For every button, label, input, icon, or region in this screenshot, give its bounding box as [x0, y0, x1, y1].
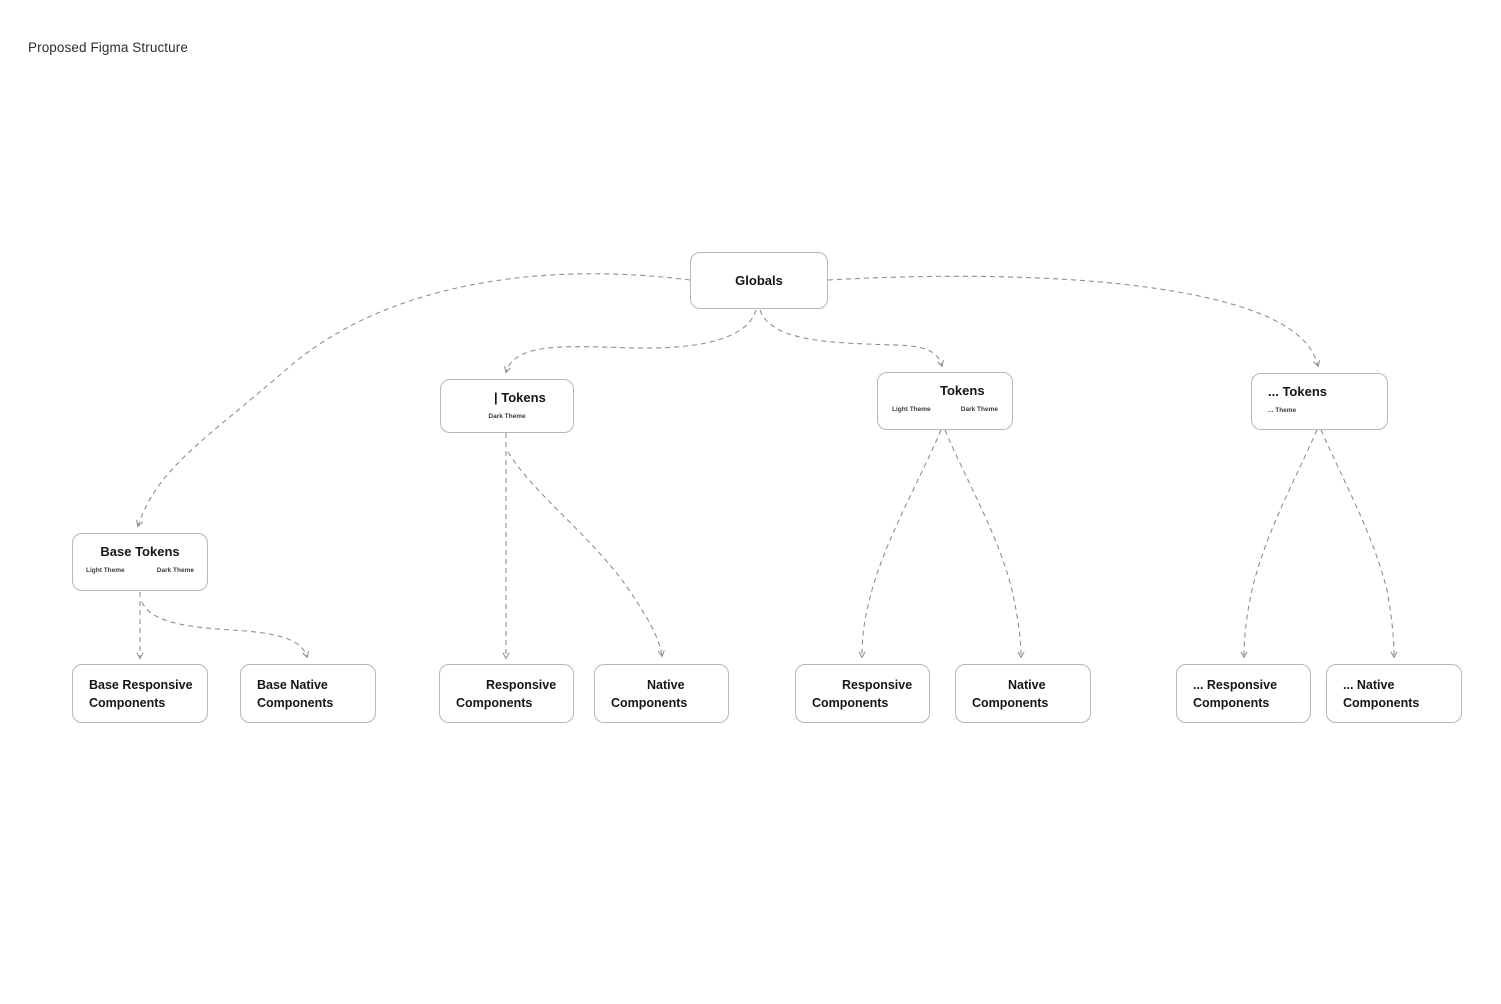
node-base-tokens-title: Base Tokens — [100, 544, 180, 559]
node-globals-title: Globals — [735, 272, 783, 288]
label-line: Responsive — [842, 677, 913, 692]
connector-tokens-3-responsive-3 — [1240, 429, 1318, 659]
node-responsive-components-3[interactable]: ... Responsive Components — [1176, 664, 1311, 723]
label-line: Base Responsive — [89, 677, 193, 692]
tokens-3-theme-label: ... Theme — [1268, 407, 1297, 414]
label-line: Native — [647, 677, 685, 692]
label-line: Components — [1343, 695, 1420, 710]
node-native-components-1[interactable]: Native Components — [594, 664, 729, 723]
label-line: Components — [972, 695, 1049, 710]
label-line: Responsive — [486, 677, 557, 692]
node-base-native-components[interactable]: Base Native Components — [240, 664, 376, 723]
node-tokens-2[interactable]: Tokens Light Theme Dark Theme — [877, 372, 1013, 430]
base-tokens-light-theme-label: Light Theme — [86, 567, 125, 574]
node-responsive-components-2[interactable]: Responsive Components — [795, 664, 930, 723]
connector-globals-base-tokens — [136, 273, 691, 528]
tokens-2-dark-theme-label: Dark Theme — [960, 406, 998, 413]
label-line: Native — [1008, 677, 1046, 692]
connector-tokens-2-native-2 — [944, 429, 1025, 659]
label-line: Components — [89, 695, 166, 710]
connector-tokens-3-native-3 — [1320, 429, 1398, 659]
node-base-tokens[interactable]: Base Tokens Light Theme Dark Theme — [72, 533, 208, 591]
base-tokens-dark-theme-label: Dark Theme — [156, 567, 194, 574]
label-line: Base Native — [257, 677, 328, 692]
node-tokens-1-title: | Tokens — [494, 390, 546, 405]
node-base-responsive-components[interactable]: Base Responsive Components — [72, 664, 208, 723]
connector-tokens-1-native-1 — [507, 451, 665, 658]
connector-globals-tokens-1 — [504, 309, 757, 374]
label-line: ... Native — [1343, 677, 1395, 692]
node-tokens-2-title: Tokens — [940, 383, 985, 398]
page-title: Proposed Figma Structure — [28, 40, 188, 55]
label-line: ... Responsive — [1193, 677, 1278, 692]
label-line: Components — [812, 695, 889, 710]
connector-base-tokens-base-native — [141, 601, 309, 659]
connector-globals-tokens-3 — [827, 275, 1321, 368]
node-responsive-components-1[interactable]: Responsive Components — [439, 664, 574, 723]
label-line: Components — [456, 695, 533, 710]
node-tokens-1[interactable]: | Tokens Dark Theme — [440, 379, 574, 433]
connector-globals-tokens-2 — [759, 309, 944, 368]
node-native-components-2[interactable]: Native Components — [955, 664, 1091, 723]
tokens-2-light-theme-label: Light Theme — [892, 406, 931, 413]
node-tokens-3-title: ... Tokens — [1268, 384, 1327, 399]
label-line: Components — [1193, 695, 1270, 710]
node-native-components-3[interactable]: ... Native Components — [1326, 664, 1462, 723]
tokens-1-dark-theme-label: Dark Theme — [488, 413, 526, 420]
connector-tokens-2-responsive-2 — [858, 429, 942, 659]
node-tokens-3[interactable]: ... Tokens ... Theme — [1251, 373, 1388, 430]
label-line: Components — [611, 695, 688, 710]
label-line: Components — [257, 695, 334, 710]
node-globals[interactable]: Globals — [690, 252, 828, 309]
